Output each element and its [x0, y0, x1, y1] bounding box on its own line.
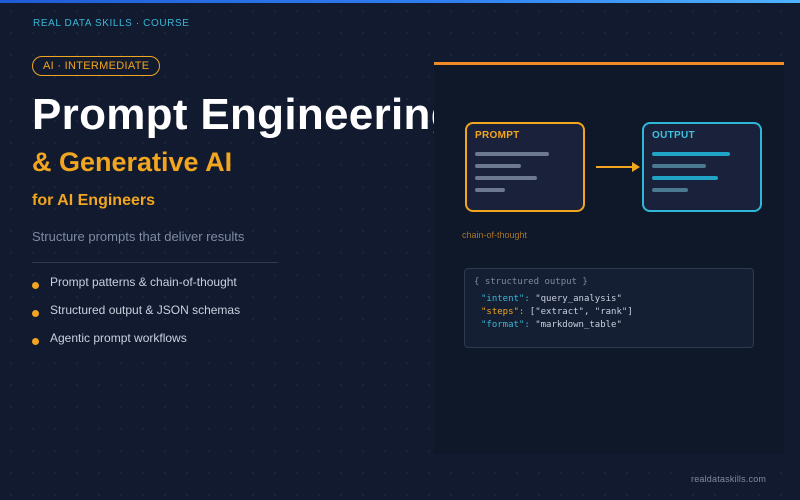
code-value: "query_analysis": [535, 294, 622, 304]
code-row: "intent": "query_analysis": [481, 294, 622, 304]
tagline: Structure prompts that deliver results: [32, 229, 245, 244]
top-accent-bar: [0, 0, 800, 3]
list-item: Agentic prompt workflows: [32, 330, 240, 358]
list-item: Structured output & JSON schemas: [32, 302, 240, 330]
arrow-caption: chain-of-thought: [462, 230, 528, 240]
list-item-label: Structured output & JSON schemas: [50, 303, 241, 317]
footer-site-link[interactable]: realdataskills.com: [691, 474, 767, 484]
text-line-placeholder: [475, 176, 537, 180]
code-value: ["extract", "rank"]: [529, 307, 633, 317]
code-card-header: { structured output }: [474, 277, 588, 287]
flow-arrow: [596, 166, 634, 168]
output-box-label: OUTPUT: [652, 130, 695, 141]
divider: [32, 262, 278, 263]
code-row: "format": "markdown_table": [481, 320, 622, 330]
code-card: { structured output } "intent": "query_a…: [464, 268, 754, 348]
list-item-label: Agentic prompt workflows: [50, 331, 187, 345]
bullet-dot-icon: [32, 338, 39, 345]
text-line-placeholder: [475, 188, 505, 192]
code-key: "format":: [481, 320, 530, 330]
text-line-placeholder: [652, 176, 718, 180]
text-line-placeholder: [652, 164, 706, 168]
feature-list: Prompt patterns & chain-of-thought Struc…: [32, 274, 240, 358]
arrow-right-icon: [632, 162, 640, 172]
code-key: "steps":: [481, 307, 525, 317]
page-title: Prompt Engineering: [32, 90, 458, 139]
panel-accent-bar: [434, 62, 784, 65]
code-row: "steps": ["extract", "rank"]: [481, 307, 633, 317]
code-value: "markdown_table": [535, 320, 622, 330]
prompt-box-label: PROMPT: [475, 130, 520, 141]
text-line-placeholder: [475, 164, 521, 168]
bullet-dot-icon: [32, 310, 39, 317]
code-key: "intent":: [481, 294, 530, 304]
list-item-label: Prompt patterns & chain-of-thought: [50, 275, 237, 289]
brand-label: REAL DATA SKILLS · COURSE: [33, 18, 190, 29]
output-box: OUTPUT: [642, 122, 762, 212]
bullet-dot-icon: [32, 282, 39, 289]
text-line-placeholder: [475, 152, 549, 156]
audience-label: for AI Engineers: [32, 192, 155, 209]
prompt-box: PROMPT: [465, 122, 585, 212]
level-badge: AI · INTERMEDIATE: [32, 56, 161, 76]
list-item: Prompt patterns & chain-of-thought: [32, 274, 240, 302]
page-subtitle: & Generative AI: [32, 147, 233, 177]
text-line-placeholder: [652, 152, 730, 156]
text-line-placeholder: [652, 188, 688, 192]
diagram-panel: PROMPT OUTPUT chain-of-thought { structu…: [434, 62, 784, 454]
